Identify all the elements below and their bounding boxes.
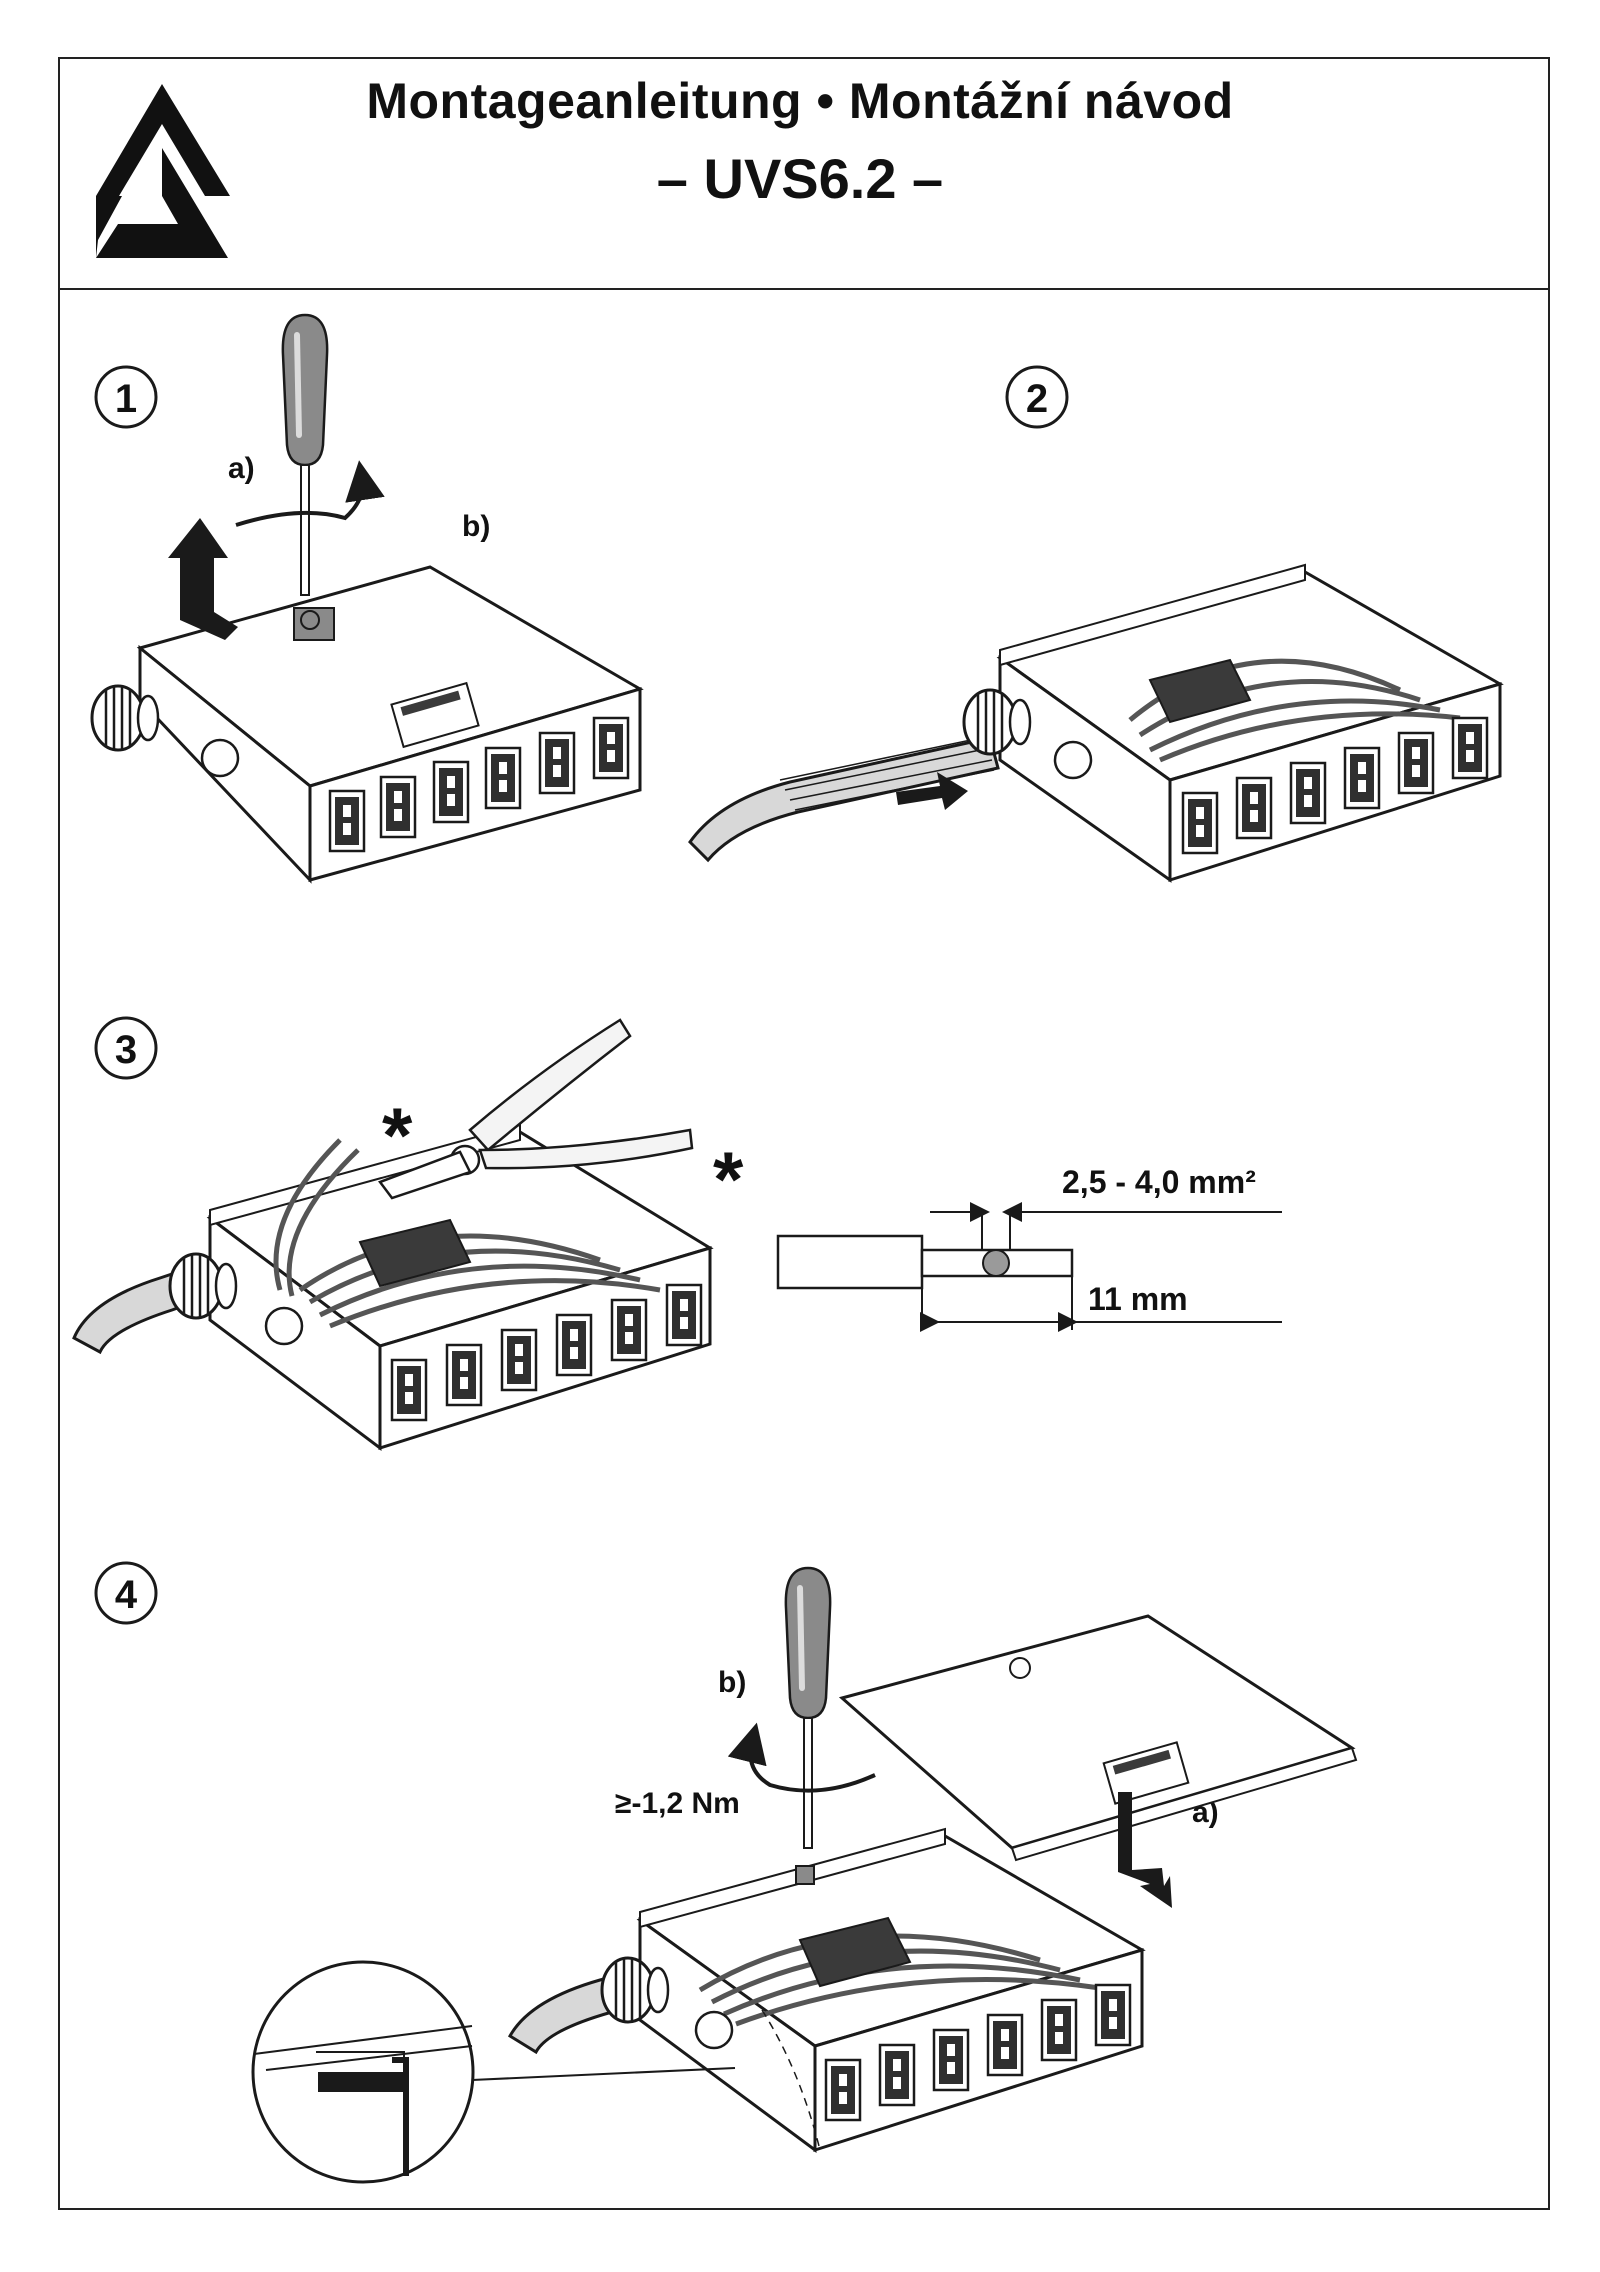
step-2-number-badge: 2 <box>1005 365 1069 429</box>
step-3-cable-gland <box>168 1252 238 1320</box>
step-1-label-b: b) <box>462 510 490 543</box>
header-divider <box>58 288 1550 290</box>
step-4-rotate-arrow-icon <box>727 1722 876 1793</box>
step-4-lower-arrow-icon <box>1118 1792 1172 1908</box>
step-4-lid-screw <box>795 1865 815 1885</box>
step-1-label-a: a) <box>228 452 255 485</box>
step-3-asterisk-1: * <box>382 1091 413 1179</box>
step-4-lid <box>838 1614 1358 1862</box>
step-1-cable-gland <box>90 684 160 752</box>
step-4-zoom-detail <box>251 1960 736 2184</box>
page-frame <box>58 57 1550 2210</box>
title-line2: – UVS6.2 – <box>656 147 944 210</box>
step-3-number: 3 <box>115 1028 137 1072</box>
title-line1: Montageanleitung • Montážní návod <box>366 73 1234 129</box>
step-4-label-b: b) <box>718 1666 746 1699</box>
step-1-number: 1 <box>115 377 137 421</box>
step-1-lid-screw <box>293 607 335 641</box>
step-4-cable-gland <box>600 1956 670 2024</box>
triangle-a-logo <box>96 84 230 258</box>
step-3-cross-section-label: 2,5 - 4,0 mm² <box>1062 1164 1256 1200</box>
step-1-rotate-arrow-icon <box>235 460 385 527</box>
step-3-strip-length-label: 11 mm <box>1088 1281 1188 1317</box>
step-2-number: 2 <box>1026 377 1048 421</box>
step-2-insert-arrow-icon <box>896 772 968 810</box>
step-3-number-badge: 3 <box>94 1016 158 1080</box>
step-3-pliers-icon <box>377 1018 694 1200</box>
step-1-screwdriver-icon <box>283 315 327 595</box>
step-1-number-badge: 1 <box>94 365 158 429</box>
step-3-wire-strip-detail <box>776 1202 1282 1332</box>
step-2-cable-gland <box>962 688 1032 756</box>
step-4-number-badge: 4 <box>94 1561 158 1625</box>
step-4-screwdriver-icon <box>786 1568 830 1848</box>
step-1-lift-arrow-icon <box>168 518 238 640</box>
step-4-torque-label: ≥-1,2 Nm <box>615 1787 740 1820</box>
step-1-box-closed <box>136 565 644 884</box>
step-4-number: 4 <box>115 1573 138 1617</box>
step-3-asterisk-2: * <box>713 1135 744 1223</box>
